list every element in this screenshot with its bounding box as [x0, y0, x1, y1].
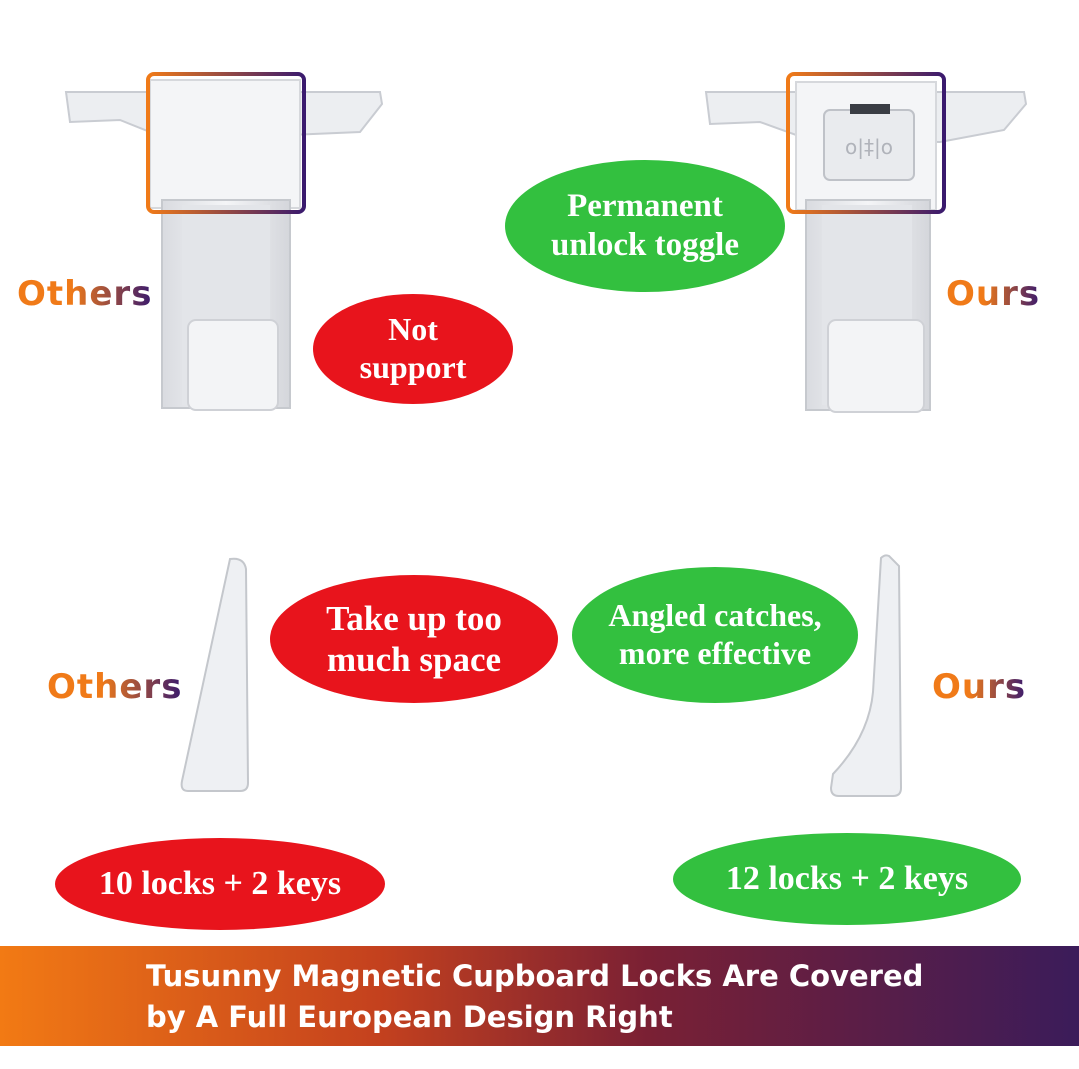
others-catch-image	[180, 557, 250, 792]
highlight-frame	[146, 72, 306, 214]
not-support-callout: Not support	[313, 294, 513, 404]
others-lock-image	[64, 72, 384, 411]
ours-lock-image: o|‡|o	[704, 72, 1028, 413]
highlight-frame	[786, 72, 946, 214]
design-right-banner: Tusunny Magnetic Cupboard Locks Are Cove…	[0, 946, 1079, 1046]
svg-text:o|‡|o: o|‡|o	[845, 135, 893, 159]
others-label-top: Others	[17, 274, 153, 314]
others-label-bottom: Others	[47, 667, 183, 707]
angled-catches-callout: Angled catches, more effective	[572, 567, 858, 703]
ours-label-bottom: Ours	[932, 667, 1027, 707]
banner-text: Tusunny Magnetic Cupboard Locks Are Cove…	[146, 959, 924, 1034]
permanent-unlock-callout: Permanent unlock toggle	[505, 160, 785, 292]
ours-label-top: Ours	[946, 274, 1041, 314]
take-up-space-callout: Take up too much space	[270, 575, 558, 703]
ours-count-callout: 12 locks + 2 keys	[673, 833, 1021, 925]
others-count-callout: 10 locks + 2 keys	[55, 838, 385, 930]
ours-catch-image	[829, 554, 903, 797]
